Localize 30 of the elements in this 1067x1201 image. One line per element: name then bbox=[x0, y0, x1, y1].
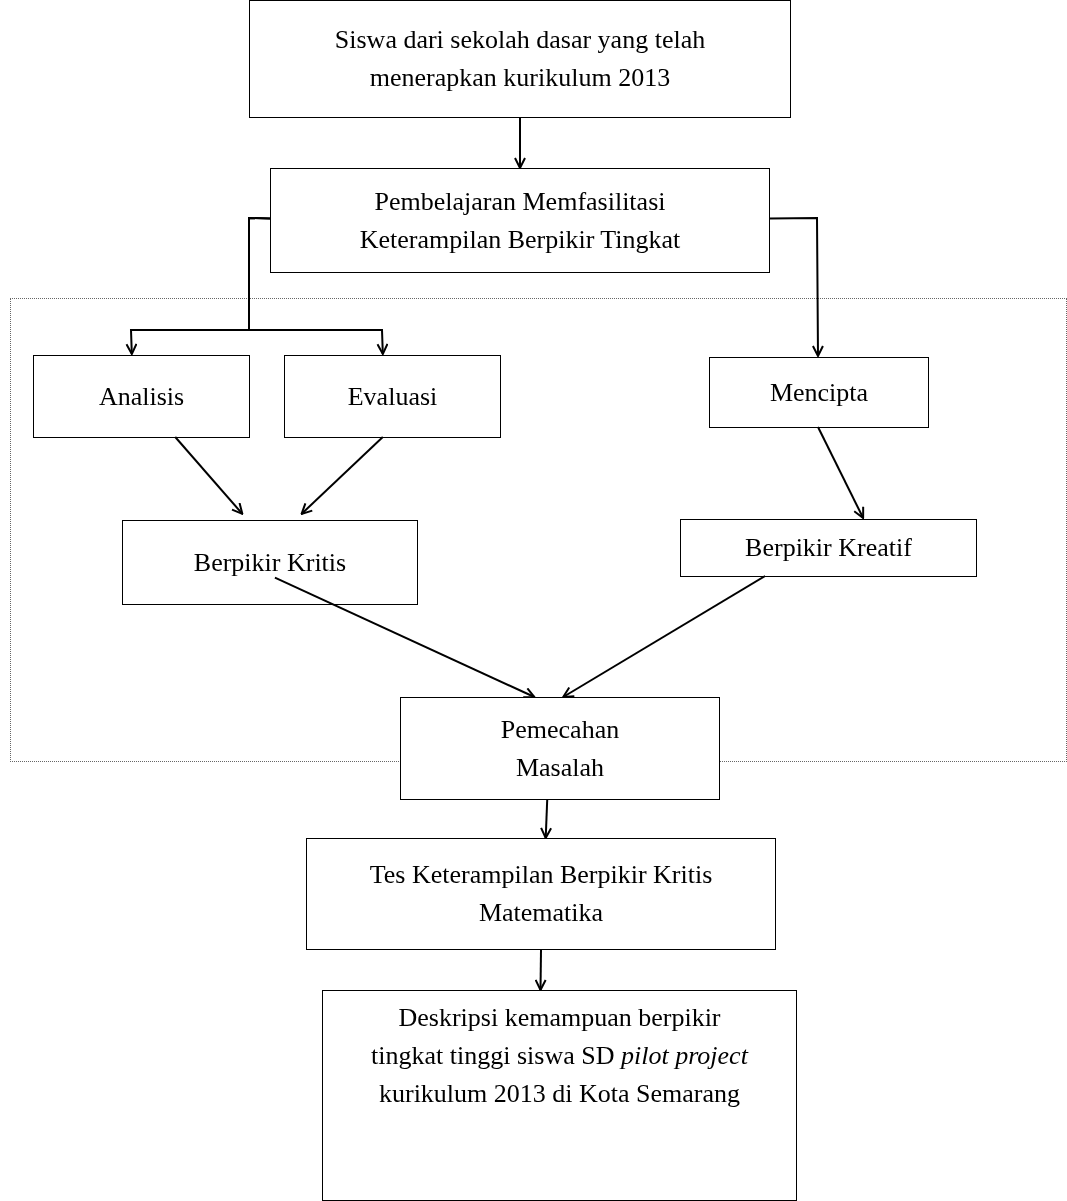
arrow bbox=[248, 217, 389, 355]
arrow bbox=[562, 575, 767, 698]
box-label: Pembelajaran Memfasilitasi Keterampilan Berpikir Tingkat bbox=[358, 185, 682, 256]
process-box bbox=[400, 697, 720, 800]
arrow bbox=[514, 117, 526, 169]
box-label: Evaluasi bbox=[347, 380, 438, 413]
process-box bbox=[322, 990, 797, 1201]
box-label: Siswa dari sekolah dasar yang telah menerapkan kurikulum 2013 bbox=[333, 24, 707, 94]
arrow bbox=[540, 799, 553, 839]
process-box bbox=[284, 355, 501, 438]
box-label: Berpikir Kreatif bbox=[745, 532, 912, 564]
process-box bbox=[306, 838, 776, 950]
box-label: Deskripsi kemampuan berpikir tingkat tinggi siswa SD pilot project kurikulum 2013 di Kota Semarang bbox=[371, 1002, 748, 1110]
box-label: Tes Keterampilan Berpikir Kritis Matematika bbox=[368, 859, 714, 929]
arrow bbox=[534, 949, 547, 991]
arrow bbox=[174, 436, 244, 515]
process-box bbox=[249, 0, 791, 118]
process-box bbox=[680, 519, 977, 577]
arrow bbox=[300, 436, 384, 515]
box-label: Analisis bbox=[98, 380, 185, 413]
process-box bbox=[709, 357, 929, 428]
process-box bbox=[33, 355, 250, 438]
process-box bbox=[122, 520, 418, 605]
arrow bbox=[769, 217, 824, 357]
arrow bbox=[817, 426, 865, 519]
box-label: Pemecahan Masalah bbox=[499, 713, 621, 784]
box-label: Mencipta bbox=[769, 376, 869, 409]
process-box bbox=[270, 168, 770, 273]
box-label: Berpikir Kritis bbox=[193, 546, 347, 579]
arrow bbox=[273, 576, 536, 699]
